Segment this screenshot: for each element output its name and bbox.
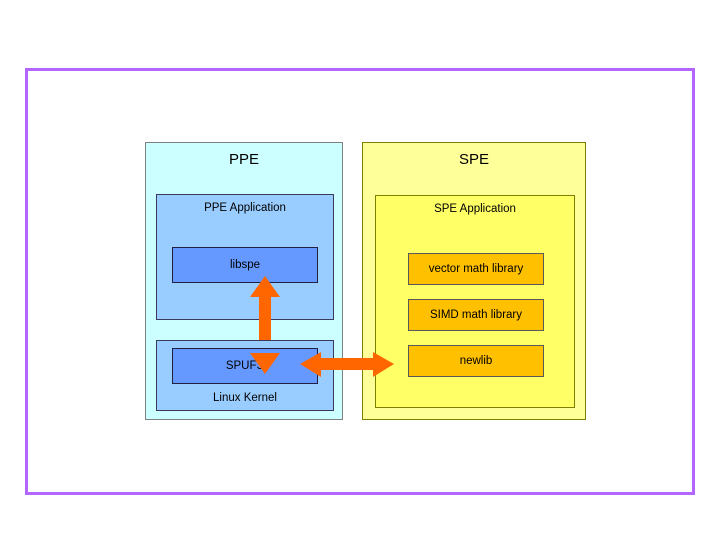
newlib-label: newlib bbox=[459, 355, 493, 367]
libspe-box[interactable]: libspe bbox=[172, 247, 318, 283]
spufs-label: SPUFS bbox=[225, 360, 265, 372]
spufs-box[interactable]: SPUFS bbox=[172, 348, 318, 384]
ppe-container: PPE PPE Application libspe SPUFS Linux K… bbox=[145, 142, 343, 420]
ppe-application-box: PPE Application libspe bbox=[156, 194, 334, 320]
vector-math-library-box[interactable]: vector math library bbox=[408, 253, 544, 285]
ppe-title: PPE bbox=[228, 151, 259, 168]
spe-container: SPE SPE Application vector math library … bbox=[362, 142, 586, 420]
spe-application-box: SPE Application vector math library SIMD… bbox=[375, 195, 575, 408]
simd-math-library-box[interactable]: SIMD math library bbox=[408, 299, 544, 331]
linux-kernel-box: SPUFS Linux Kernel bbox=[156, 340, 334, 411]
linux-kernel-label: Linux Kernel bbox=[213, 392, 277, 404]
spe-application-label: SPE Application bbox=[434, 203, 516, 215]
vector-math-library-label: vector math library bbox=[428, 263, 524, 275]
simd-math-library-label: SIMD math library bbox=[429, 309, 523, 321]
ppe-application-label: PPE Application bbox=[204, 202, 286, 214]
newlib-box[interactable]: newlib bbox=[408, 345, 544, 377]
slide-frame bbox=[25, 68, 695, 495]
spe-title: SPE bbox=[458, 151, 489, 168]
libspe-label: libspe bbox=[229, 259, 261, 271]
